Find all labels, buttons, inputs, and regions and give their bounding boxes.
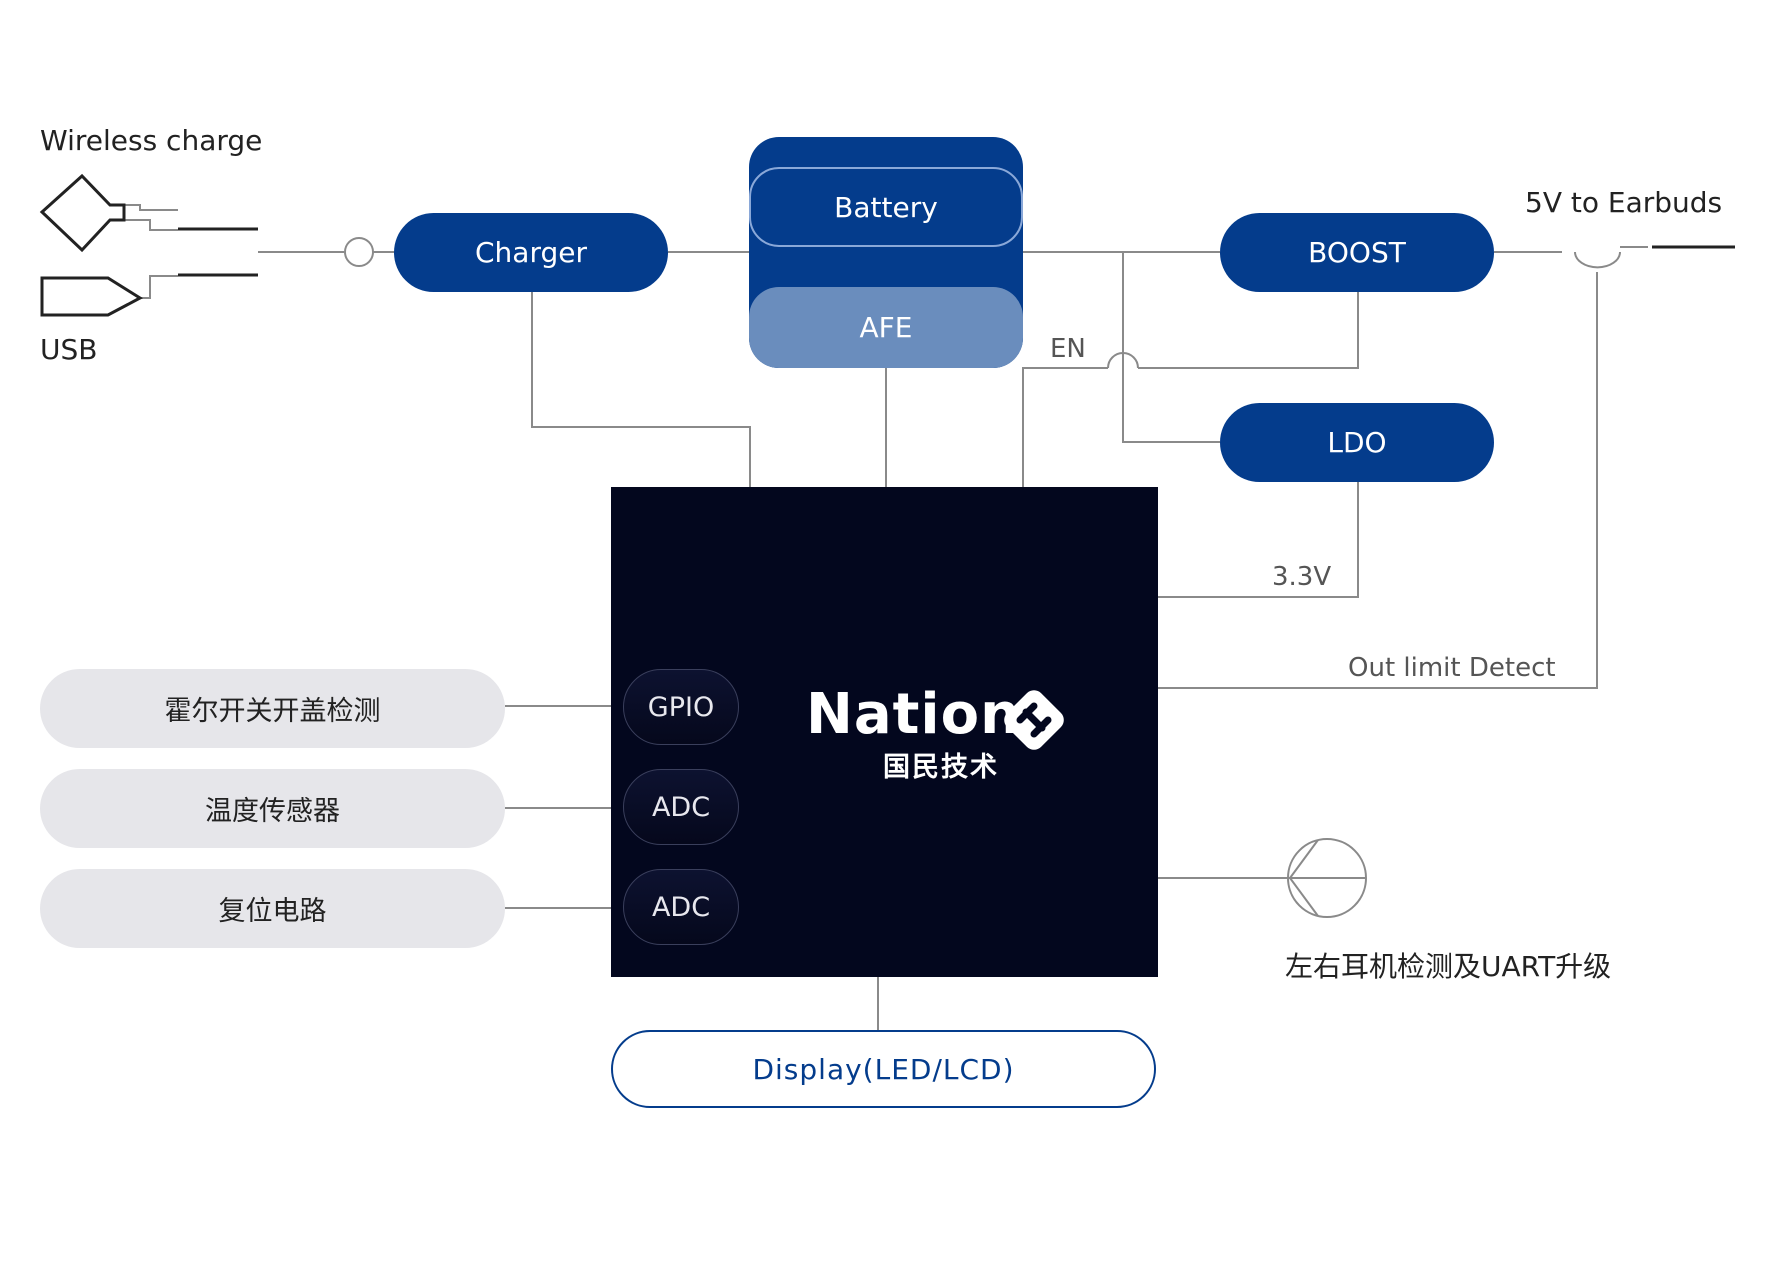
earbud-detect-icon [1287, 838, 1367, 918]
out-limit-wire [1158, 272, 1598, 689]
ldo-block: LDO [1220, 403, 1494, 482]
display-block: Display(LED/LCD) [611, 1030, 1156, 1108]
input-connector-icon [344, 237, 374, 267]
peripheral-reset-circuit: 复位电路 [40, 869, 505, 948]
out-limit-label: Out limit Detect [1348, 653, 1556, 683]
usb-plug-icon [40, 276, 143, 317]
en-wire [1022, 367, 1108, 487]
earbud-detect-label: 左右耳机检测及UART升级 [1285, 950, 1612, 983]
battery-block: Battery [749, 167, 1023, 247]
wireless-charge-label: Wireless charge [40, 124, 263, 157]
wireless-lead [124, 204, 178, 211]
five-v-label: 5V to Earbuds [1525, 186, 1723, 219]
nation-logo-text: Nation [806, 682, 1021, 747]
en-hop [1107, 352, 1139, 369]
gpio-port: GPIO [623, 669, 739, 745]
ldo-branch-wire [1122, 252, 1220, 443]
v33-label: 3.3V [1272, 562, 1332, 592]
usb-lead [140, 275, 178, 299]
charger-block: Charger [394, 213, 668, 292]
nation-logo-icon [1004, 690, 1064, 750]
ldo-33v-wire [1158, 482, 1359, 598]
usb-label: USB [40, 333, 98, 366]
wireless-charge-icon [39, 173, 126, 253]
adc-port-1: ADC [623, 769, 739, 845]
afe-block: AFE [749, 287, 1023, 368]
mcu-chip: GPIO ADC ADC Nation 国民技术 [611, 487, 1158, 977]
en-label: EN [1050, 334, 1086, 364]
charger-mcu-wire [531, 292, 751, 487]
en-wire-2 [1138, 292, 1359, 369]
peripheral-temp-sensor: 温度传感器 [40, 769, 505, 848]
battery-afe-block: Battery AFE [749, 137, 1023, 368]
wireless-lead-2 [124, 219, 178, 231]
adc-port-2: ADC [623, 869, 739, 945]
peripheral-hall-sensor: 霍尔开关开盖检测 [40, 669, 505, 748]
nation-logo-cn: 国民技术 [883, 752, 999, 783]
output-socket [1574, 251, 1621, 269]
boost-block: BOOST [1220, 213, 1494, 292]
